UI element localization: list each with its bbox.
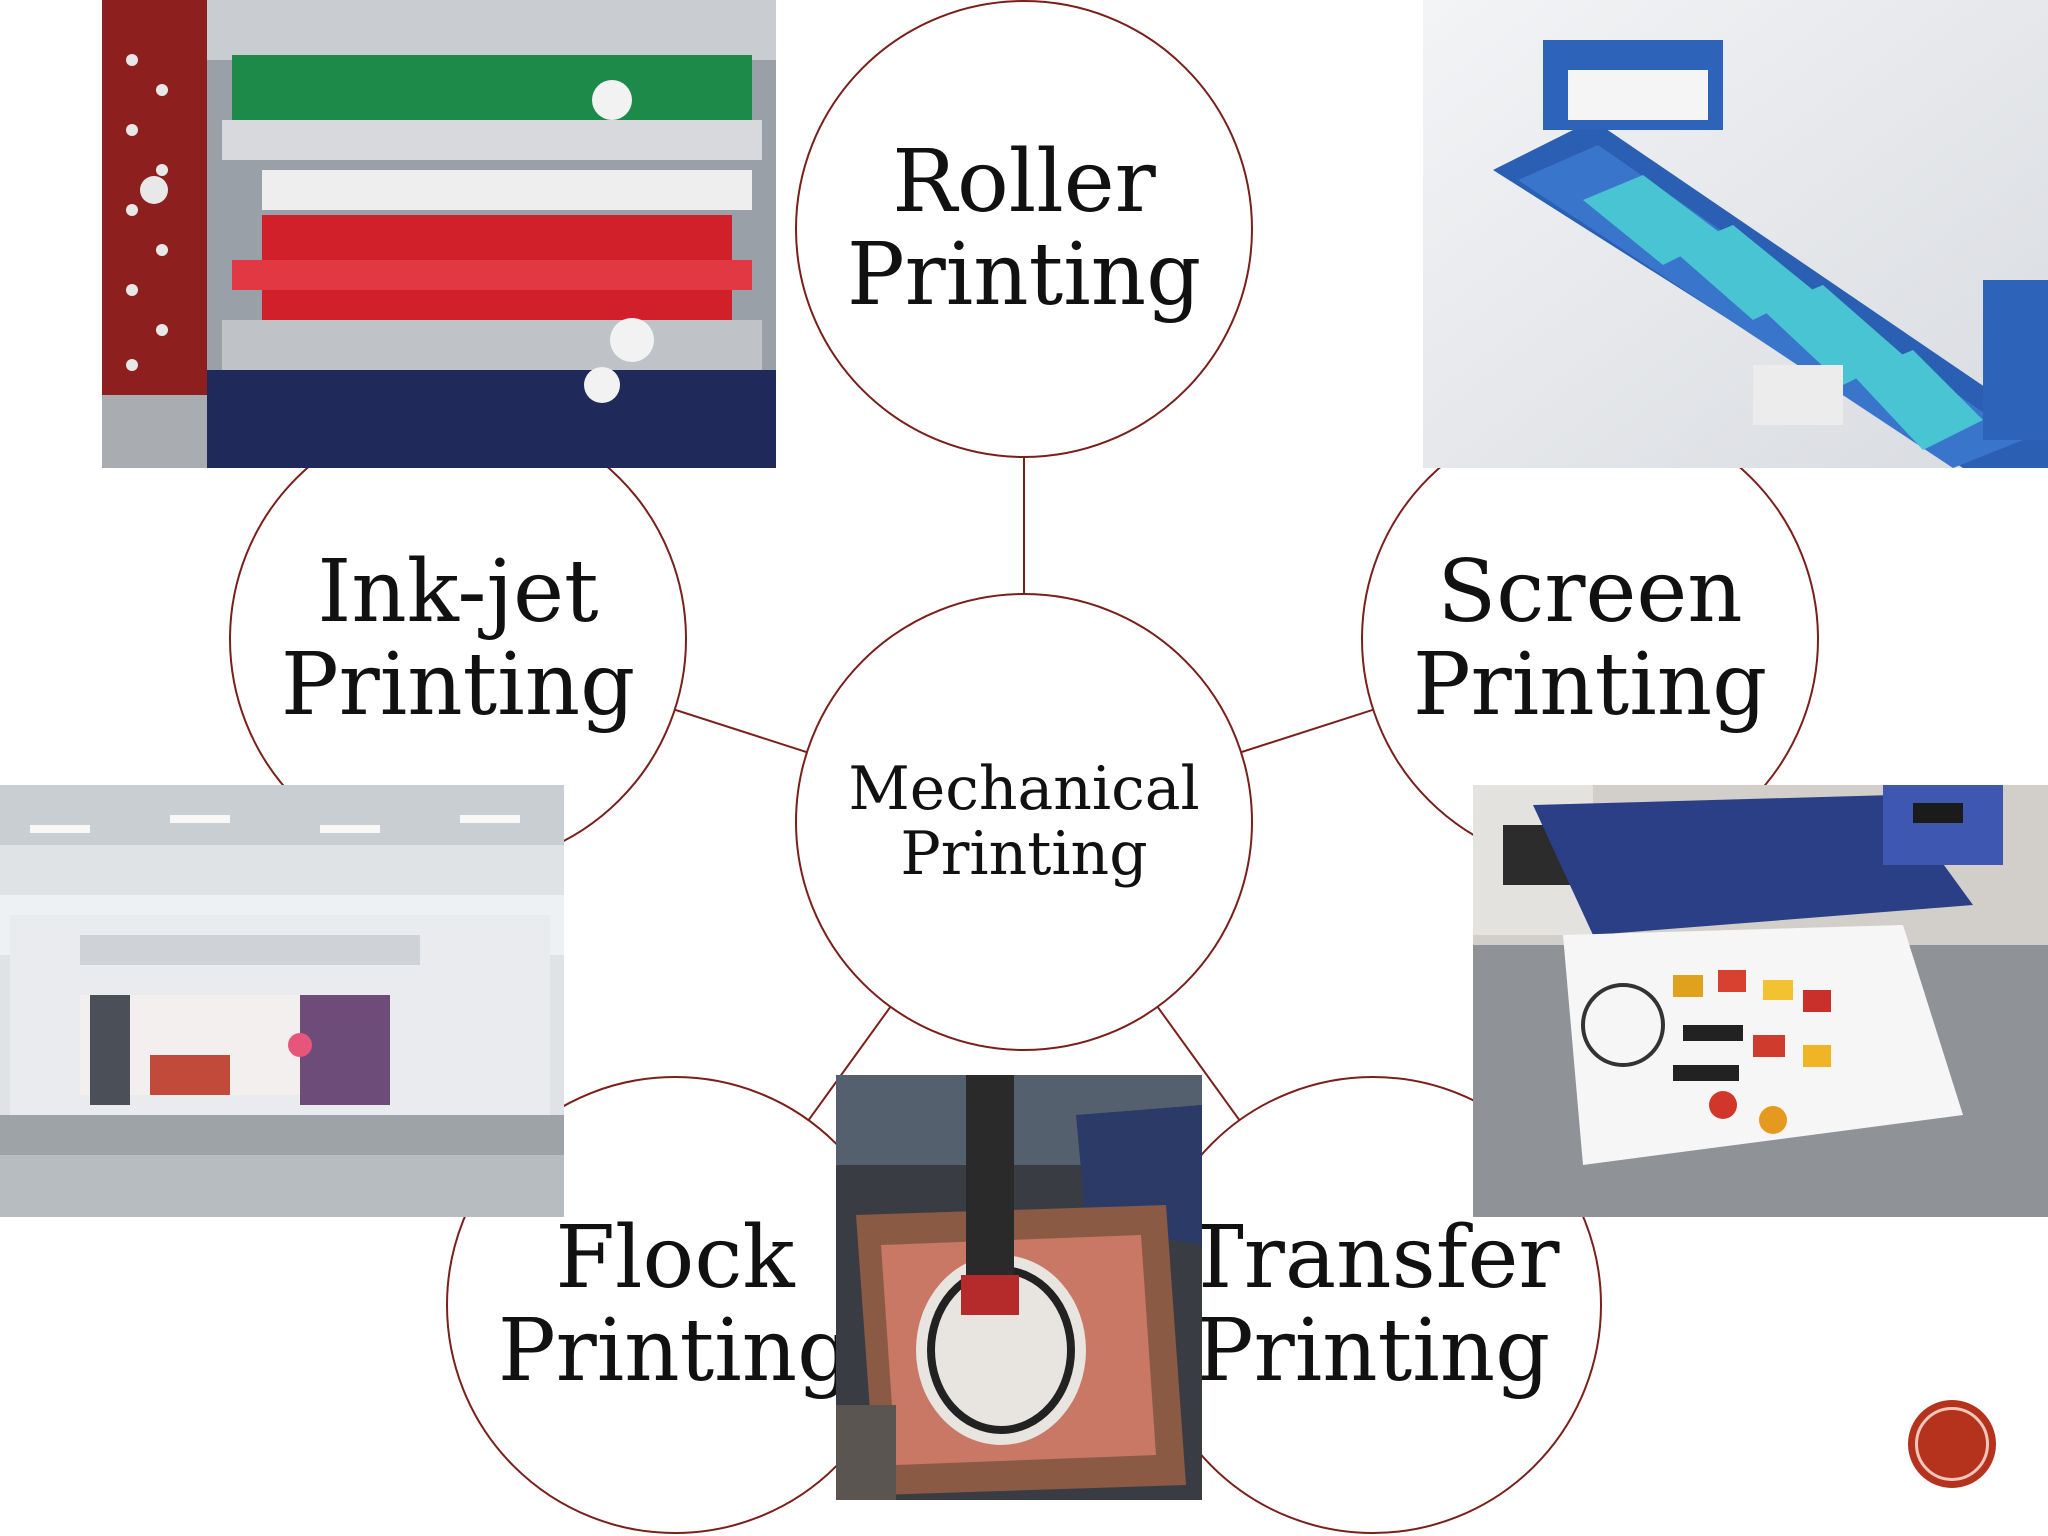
node-flock-printing: Flock Printing — [446, 1076, 904, 1534]
transfer-press-photo — [1473, 785, 2048, 1217]
node-label: Screen Printing — [1412, 542, 1768, 735]
node-label: Roller Printing — [846, 132, 1202, 325]
node-label: Transfer Printing — [1186, 1208, 1560, 1401]
node-roller-printing: Roller Printing — [795, 0, 1253, 458]
screen-squeegee-photo — [836, 1075, 1202, 1500]
node-label: Flock Printing — [497, 1208, 853, 1401]
roller-printing-machine-photo — [102, 0, 776, 468]
screen-printing-machine-photo — [1423, 0, 2048, 468]
node-label: Ink-jet Printing — [280, 542, 636, 735]
inkjet-printer-photo — [0, 785, 564, 1217]
node-mechanical-printing: Mechanical Printing — [795, 593, 1253, 1051]
node-screen-printing: Screen Printing — [1361, 410, 1819, 868]
center-label: Mechanical Printing — [848, 754, 1200, 889]
slide-badge — [1908, 1400, 1996, 1488]
